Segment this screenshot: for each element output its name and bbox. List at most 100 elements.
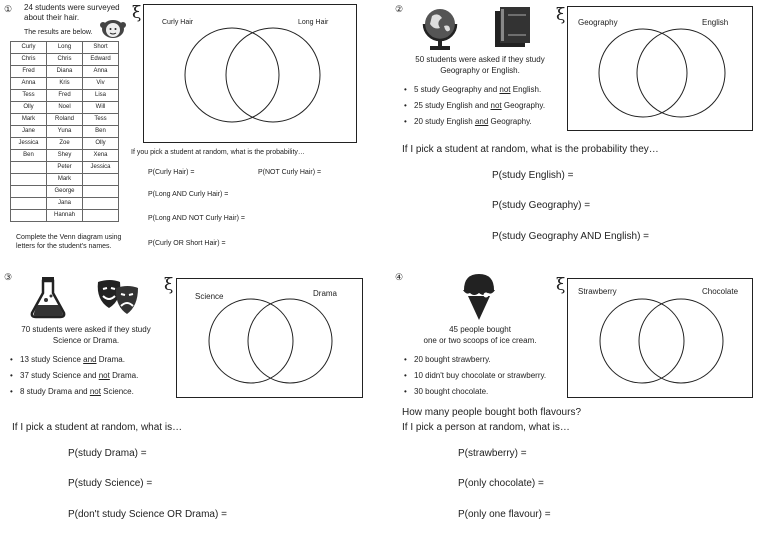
- venn-label-right: Chocolate: [702, 287, 739, 296]
- table-cell: Tess: [10, 89, 47, 102]
- venn-diagram-subjects[interactable]: Geography English: [567, 6, 753, 131]
- table-cell: Hannah: [46, 209, 83, 222]
- q3-intro-line1: 70 students were asked if they study: [21, 325, 151, 334]
- table-cell: Ben: [10, 149, 47, 162]
- venn-label-left: Strawberry: [578, 287, 617, 296]
- table-cell: Will: [82, 101, 119, 114]
- venn-circles: [598, 28, 726, 118]
- venn-circles: [599, 298, 724, 384]
- table-cell: Anna: [82, 65, 119, 78]
- table-row: Hannah: [10, 209, 119, 222]
- table-cell: [82, 197, 119, 210]
- table-cell: Olly: [82, 137, 119, 150]
- list-item: 20 study English and Geography.: [402, 114, 545, 130]
- table-row: Jana: [10, 197, 119, 210]
- table-cell: Jessica: [82, 161, 119, 174]
- q4-question: P(strawberry) =: [458, 448, 527, 459]
- q4-question: P(only one flavour) =: [458, 509, 551, 520]
- table-cell: Ben: [82, 125, 119, 138]
- question-number-3: ③: [4, 272, 13, 282]
- universal-set-symbol: ξ: [556, 275, 566, 295]
- table-cell: [82, 173, 119, 186]
- table-cell: Edward: [82, 53, 119, 66]
- table-cell: Yuna: [46, 125, 83, 138]
- table-cell: [10, 161, 47, 174]
- q1-instruction-line1: Complete the Venn diagram using: [16, 234, 122, 241]
- table-cell: Peter: [46, 161, 83, 174]
- venn-label-left: Curly Hair: [162, 19, 194, 26]
- q4-facts-list: 20 bought strawberry. 10 didn't buy choc…: [402, 352, 546, 400]
- girl-face-icon: [100, 20, 126, 38]
- column-header: Long: [46, 41, 83, 54]
- column-header: Curly: [10, 41, 47, 54]
- list-item: 30 bought chocolate.: [402, 384, 546, 400]
- venn-label-left: Geography: [578, 18, 618, 27]
- q4-intro-line2: one or two scoops of ice cream.: [423, 336, 537, 345]
- q2-facts-list: 5 study Geography and not English. 25 st…: [402, 82, 545, 130]
- table-cell: Zoe: [46, 137, 83, 150]
- list-item: 10 didn't buy chocolate or strawberry.: [402, 368, 546, 384]
- venn-label-right: English: [702, 18, 729, 27]
- universal-set-symbol: ξ: [132, 3, 142, 23]
- venn-circles: [208, 298, 333, 384]
- table-cell: Jessica: [10, 137, 47, 150]
- table-cell: Mark: [10, 113, 47, 126]
- table-cell: Olly: [10, 101, 47, 114]
- books-icon: [495, 7, 530, 47]
- q1-prompt: If you pick a student at random, what is…: [131, 149, 305, 156]
- table-row: Mark: [10, 173, 119, 186]
- table-cell: [10, 197, 47, 210]
- venn-circles: [184, 27, 321, 123]
- q4-prompt: If I pick a person at random, what is…: [402, 422, 570, 433]
- q1-instruction-line2: letters for the student's names.: [16, 243, 112, 250]
- list-item: 8 study Drama and not Science.: [8, 384, 138, 400]
- table-cell: Mark: [46, 173, 83, 186]
- table-cell: Tess: [82, 113, 119, 126]
- q3-prompt: If I pick a student at random, what is…: [12, 422, 183, 433]
- q2-question: P(study English) =: [492, 170, 574, 181]
- flask-icon: [30, 277, 66, 319]
- venn-diagram-hair[interactable]: Curly Hair Long Hair: [143, 4, 357, 143]
- q3-intro-line2: Science or Drama.: [52, 336, 120, 345]
- table-cell: Anna: [10, 77, 47, 90]
- table-cell: George: [46, 185, 83, 198]
- venn-diagram-science-drama[interactable]: Science Drama: [176, 278, 363, 398]
- list-item: 25 study English and not Geography.: [402, 98, 545, 114]
- table-cell: Lisa: [82, 89, 119, 102]
- venn-label-right: Long Hair: [298, 19, 329, 26]
- table-cell: [10, 185, 47, 198]
- q1-intro-line1: 24 students were surveyed: [24, 3, 120, 12]
- q4-extra-question: How many people bought both flavours?: [402, 407, 582, 418]
- q1-results-label: The results are below.: [24, 29, 93, 36]
- q2-prompt: If I pick a student at random, what is t…: [402, 144, 659, 155]
- table-cell: Diana: [46, 65, 83, 78]
- table-cell: Jane: [10, 125, 47, 138]
- table-cell: Viv: [82, 77, 119, 90]
- table-cell: [10, 209, 47, 222]
- list-item: 37 study Science and not Drama.: [8, 368, 138, 384]
- q4-question: P(only chocolate) =: [458, 478, 544, 489]
- q3-question: P(study Science) =: [68, 478, 153, 489]
- column-header: Short: [82, 41, 119, 54]
- universal-set-symbol: ξ: [164, 275, 174, 295]
- q2-question: P(study Geography) =: [492, 200, 591, 211]
- venn-diagram-ice-cream[interactable]: Strawberry Chocolate: [567, 278, 753, 398]
- question-number-1: ①: [4, 4, 13, 14]
- q2-intro-line2: Geography or English.: [440, 66, 520, 75]
- table-cell: [10, 173, 47, 186]
- q1-intro-line2: about their hair.: [24, 13, 80, 22]
- list-item: 13 study Science and Drama.: [8, 352, 138, 368]
- question-number-4: ④: [395, 272, 404, 282]
- table-cell: Chris: [46, 53, 83, 66]
- venn-label-right: Drama: [313, 289, 338, 298]
- universal-set-symbol: ξ: [556, 5, 566, 25]
- q1-question: P(Long AND NOT Curly Hair) =: [148, 215, 245, 222]
